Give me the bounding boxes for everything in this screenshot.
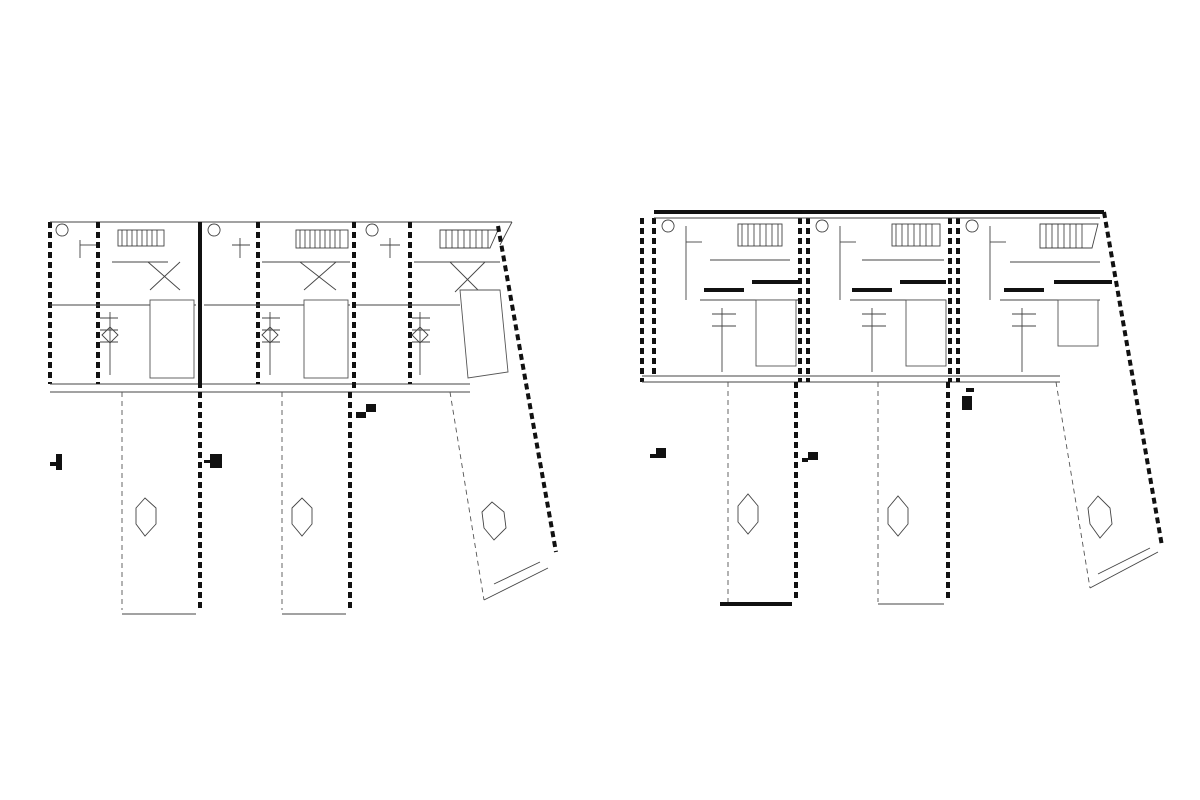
plan-right-building-outline [640,210,1104,383]
plan-left-unit-3 [356,221,558,553]
plan-right [640,210,1164,606]
plan-right-unit-2 [815,219,947,372]
plant-icon [291,497,313,537]
plant-icon [1087,495,1113,539]
plan-left [48,221,558,615]
plan-left-unit-2 [204,223,350,379]
plant-icon [481,501,507,541]
plant-icon [887,495,909,537]
stair-icon [1039,223,1099,249]
plan-left-gardens [121,391,549,615]
stair-icon [117,229,165,247]
stair-icon [295,229,349,249]
level-marker [356,404,376,418]
plan-right-unit-3 [965,211,1164,547]
plan-right-gardens [720,381,1159,606]
north-arrow-icon [650,448,666,458]
section-marker [802,452,818,462]
north-arrow-icon [50,454,62,470]
stair-icon [891,223,941,247]
plan-left-building-outline [48,221,512,393]
plan-left-unit-1 [50,223,196,379]
plant-icon [135,497,157,537]
plant-icon [737,493,759,535]
stair-icon [737,223,783,247]
stair-icon [439,229,499,249]
level-marker [962,388,974,410]
plan-right-unit-1 [661,219,798,372]
section-marker [204,454,222,468]
